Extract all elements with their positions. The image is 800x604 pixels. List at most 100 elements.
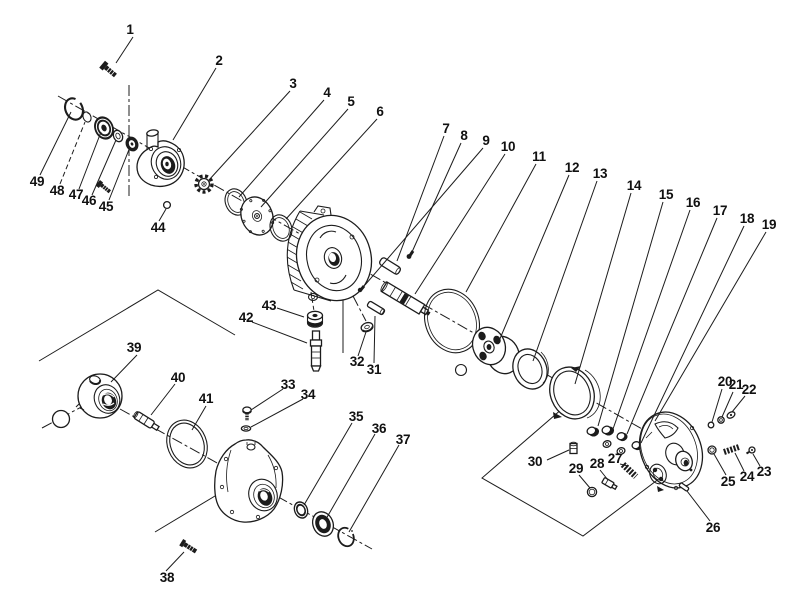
part-washer-cluster-a — [602, 440, 612, 448]
leader-line-14 — [574, 192, 632, 385]
leader-line-36 — [325, 433, 376, 520]
part-spring-24 — [723, 444, 740, 455]
leader-line-38 — [165, 551, 185, 572]
leader-line-47 — [78, 131, 102, 190]
leader-line-35 — [303, 422, 353, 506]
part-pump-body — [286, 205, 373, 302]
part-spacer-17 — [616, 432, 628, 442]
part-bolt-1 — [99, 60, 117, 78]
part-drive-shaft-10 — [380, 281, 431, 316]
leader-line-40 — [150, 383, 176, 416]
part-ball-20 — [707, 421, 715, 429]
part-washer-46 — [112, 129, 124, 143]
part-screw-33 — [242, 406, 252, 421]
part-spacer-15 — [586, 426, 600, 437]
leader-line-17 — [626, 217, 718, 435]
parts — [51, 60, 756, 554]
part-screw-8 — [406, 250, 415, 259]
leader-line-15 — [597, 201, 664, 427]
leader-line-43 — [276, 307, 305, 318]
leader-line-32 — [357, 331, 367, 357]
leader-line-4 — [238, 99, 325, 198]
leader-line-42 — [251, 321, 308, 344]
part-snap-ring-37 — [337, 526, 355, 548]
leader-line-27 — [619, 463, 629, 467]
part-ring-48 — [82, 111, 92, 123]
leader-line-2 — [172, 67, 217, 141]
part-oring-6 — [269, 214, 293, 242]
axis-lines — [38, 85, 701, 550]
leader-line-34 — [250, 398, 304, 428]
leader-line-19 — [654, 231, 767, 422]
part-pivot-housing-39 — [75, 373, 123, 419]
leader-line-21 — [721, 391, 734, 418]
leader-line-16 — [612, 209, 691, 430]
part-pin-40 — [133, 411, 160, 432]
part-bolt-38 — [179, 539, 198, 554]
part-end-plate — [638, 411, 704, 492]
leader-line-28 — [599, 469, 609, 481]
leader-line-20 — [711, 388, 723, 423]
leader-line-7 — [396, 135, 445, 262]
part-washer-cluster-b — [616, 447, 626, 455]
leader-line-11 — [465, 163, 537, 293]
part-collar-43 — [306, 310, 324, 328]
leader-line-10 — [414, 153, 506, 295]
leader-line-9 — [364, 147, 484, 286]
part-fitting-22 — [726, 411, 736, 419]
part-oring-25 — [707, 445, 717, 455]
part-screw-9 — [357, 285, 366, 293]
part-screw-23 — [745, 446, 756, 455]
part-fitting-bolt — [95, 180, 112, 194]
part-washer-34 — [240, 425, 252, 432]
leader-line-30 — [546, 449, 570, 461]
leader-line-12 — [498, 174, 570, 342]
part-washer-32 — [360, 321, 374, 333]
part-rotor-12 — [471, 326, 521, 375]
leader-line-39 — [110, 354, 138, 383]
part-ring-21 — [717, 416, 725, 424]
leader-line-46 — [91, 139, 117, 196]
leader-line-37 — [348, 444, 400, 533]
leader-line-18 — [640, 225, 745, 444]
leader-line-24 — [734, 452, 745, 472]
part-seal-35 — [293, 501, 309, 519]
leader-line-33 — [250, 388, 284, 411]
leader-line-26 — [686, 490, 711, 522]
part-liner-14 — [549, 366, 601, 420]
leader-line-1 — [115, 36, 134, 64]
leader-line-31 — [373, 315, 376, 364]
leader-line-45 — [108, 146, 131, 201]
part-gerotor-star-3 — [194, 174, 214, 194]
leader-line-25 — [713, 453, 727, 476]
part-shaft-42 — [309, 330, 323, 372]
leader-line-6 — [285, 118, 378, 220]
part-oring-29 — [586, 486, 598, 498]
part-ball-44 — [162, 200, 172, 210]
leader-line-41 — [191, 405, 207, 431]
leader-line-29 — [578, 474, 591, 489]
part-clip-30 — [569, 441, 578, 455]
leader-line-23 — [752, 453, 761, 467]
part-wear-plate-5 — [239, 196, 275, 236]
part-snap-ring-49 — [63, 97, 85, 121]
part-cover-housing — [214, 439, 284, 523]
washer-axis-line — [352, 295, 367, 322]
part-oring-11 — [424, 288, 480, 354]
leader-lines — [39, 36, 767, 572]
part-spring-27 — [620, 462, 639, 479]
subassembly-bracket-bottom — [481, 401, 669, 537]
part-pin-26 — [678, 482, 690, 492]
part-bearing-47 — [94, 116, 114, 140]
part-ball-small — [454, 363, 468, 377]
part-ball-lower — [51, 409, 71, 429]
leader-line-22 — [731, 395, 746, 413]
leader-line-48 — [59, 121, 86, 185]
part-fitting-28 — [601, 477, 618, 491]
leader-line-44 — [158, 208, 167, 222]
leader-line-8 — [411, 142, 462, 253]
part-spacer-16 — [601, 425, 615, 436]
subassembly-bracket-left — [38, 289, 236, 362]
